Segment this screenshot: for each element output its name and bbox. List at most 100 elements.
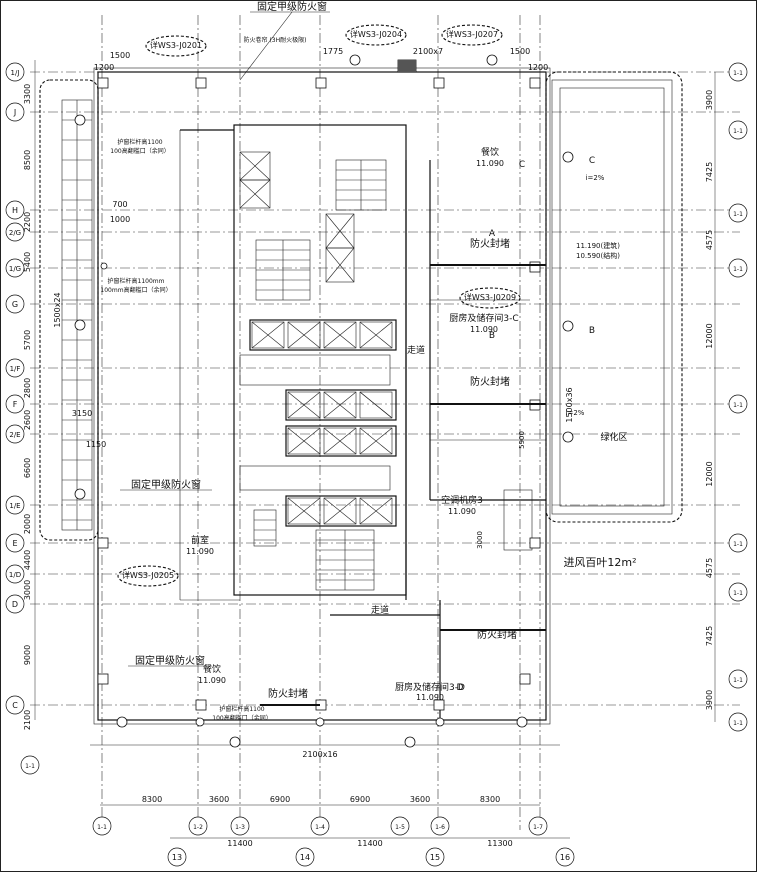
elev-label: 11.090 bbox=[186, 547, 214, 556]
dim-text: 6900 bbox=[350, 795, 370, 804]
dim-text: 2800 bbox=[23, 378, 32, 398]
dim-text: 11400 bbox=[357, 839, 382, 848]
grid-label: 13 bbox=[172, 853, 182, 862]
grid-label: 1-1 bbox=[733, 128, 743, 135]
stair-2 bbox=[335, 159, 387, 211]
dim-text: 9000 bbox=[23, 645, 32, 665]
dim-text: 8500 bbox=[23, 150, 32, 170]
dim-text: 1150 bbox=[86, 440, 106, 449]
fire-walls bbox=[260, 264, 546, 706]
dim-text: 3150 bbox=[72, 409, 92, 418]
dim-text: 1000 bbox=[110, 215, 130, 224]
fire-wall-label: 防火封堵 bbox=[470, 375, 510, 388]
dim-text: 3900 bbox=[705, 90, 714, 110]
dim-text: 6600 bbox=[23, 458, 32, 478]
dim-text: 5400 bbox=[23, 252, 32, 272]
top-window-label: 固定甲级防火窗 bbox=[257, 0, 327, 13]
dim-text: 5700 bbox=[23, 330, 32, 350]
grid-label: 14 bbox=[300, 853, 310, 862]
grid-label: 1-1 bbox=[733, 402, 743, 409]
elev-label: 10.590(结构) bbox=[576, 251, 620, 260]
dim-text: 1200 bbox=[94, 63, 114, 72]
dim-text: 7425 bbox=[705, 162, 714, 182]
stair-4 bbox=[253, 509, 277, 547]
grid-lines bbox=[30, 15, 740, 830]
elev-label: 11.190(建筑) bbox=[576, 241, 620, 250]
grid-label: 1/D bbox=[9, 571, 21, 579]
grid-label: F bbox=[13, 400, 18, 409]
rail-note: 护窗栏杆高1100 bbox=[117, 138, 162, 146]
stair-3 bbox=[315, 529, 375, 591]
ref-callout: 详WS3-J0201 bbox=[150, 40, 202, 50]
section-mark: C bbox=[519, 160, 525, 170]
dim-text: 5900 bbox=[518, 431, 526, 449]
grid-label: G bbox=[12, 300, 18, 309]
grid-bubble-2E: 2/E bbox=[5, 424, 25, 444]
dim-text: 11300 bbox=[487, 839, 512, 848]
room-label: 空调机房3 bbox=[441, 494, 483, 506]
dim-text: 1200 bbox=[528, 63, 548, 72]
dim-text: 3000 bbox=[23, 580, 32, 600]
rail-note: 100高翻槛口（余同） bbox=[212, 714, 271, 722]
room-label: 走道 bbox=[371, 604, 389, 616]
stair-1 bbox=[255, 239, 311, 301]
fire-wall-label: 防火封堵 bbox=[477, 628, 517, 641]
ref-callout: 详WS3-J0207 bbox=[446, 29, 498, 39]
grid-label: 1/G bbox=[9, 265, 21, 273]
dim-text: 4575 bbox=[705, 230, 714, 250]
grid-label: 1-1 bbox=[733, 266, 743, 273]
dim-text: 3600 bbox=[410, 795, 430, 804]
grid-bubble-2G: 2/G bbox=[5, 222, 25, 242]
section-mark: A bbox=[489, 229, 496, 239]
dim-text: 3000 bbox=[476, 531, 484, 549]
grid-bubble-1D: 1/D bbox=[5, 564, 25, 584]
grid-bubble-C: C bbox=[5, 695, 25, 715]
dim-text: 6900 bbox=[270, 795, 290, 804]
grid-label: 1-1 bbox=[733, 590, 743, 597]
slope-label: i=2% bbox=[566, 409, 585, 417]
fire-wall-label: 防火封堵 bbox=[470, 237, 510, 250]
elev-label: 11.090 bbox=[198, 676, 226, 685]
dim-text: 2200 bbox=[23, 212, 32, 232]
grid-label: 2/G bbox=[9, 229, 21, 237]
dim-text: 2100 bbox=[23, 710, 32, 730]
room-label: 餐饮 bbox=[203, 663, 221, 675]
grid-label: 1-2 bbox=[193, 824, 203, 831]
section-mark: B bbox=[489, 331, 495, 341]
dim-text: 1500x24 bbox=[53, 292, 62, 327]
left-planting-strip bbox=[61, 99, 93, 531]
grid-label: J bbox=[13, 108, 16, 117]
grid-bubble-1G: 1/G bbox=[5, 258, 25, 278]
dim-text: 12000 bbox=[705, 323, 714, 348]
section-mark: C bbox=[589, 156, 595, 166]
grid-label: 15 bbox=[430, 853, 440, 862]
grid-bubble-H: H bbox=[5, 200, 25, 220]
grid-label: 1-1 bbox=[733, 541, 743, 548]
room-label: 走道 bbox=[407, 344, 425, 356]
dim-text: 4575 bbox=[705, 558, 714, 578]
bottom-grid-bubbles: 1-1 1-2 1-3 1-4 1-5 1-6 1-7 13 14 15 16 bbox=[92, 816, 575, 867]
dim-text: 1500 bbox=[110, 51, 130, 60]
grid-label: 1-3 bbox=[235, 824, 245, 831]
room-label: 绿化区 bbox=[600, 431, 627, 443]
dim-text: 4400 bbox=[23, 550, 32, 570]
grid-bubble-1E: 1/E bbox=[5, 495, 25, 515]
elev-label: 11.090 bbox=[476, 159, 504, 168]
rail-note: 100mm高翻槛口（余同） bbox=[100, 286, 171, 294]
partitions bbox=[179, 129, 546, 720]
building-core bbox=[233, 124, 407, 596]
dim-text: 8300 bbox=[480, 795, 500, 804]
grid-label: 1-1 bbox=[25, 763, 35, 770]
grid-bubble-D: D bbox=[5, 594, 25, 614]
elev-label: 11.090 bbox=[416, 693, 444, 702]
section-mark: D bbox=[457, 683, 464, 693]
grid-label: 16 bbox=[560, 853, 570, 862]
dim-text: 3600 bbox=[209, 795, 229, 804]
fire-wall-label: 防火封堵 bbox=[268, 687, 308, 700]
ref-callout: 详WS3-J0204 bbox=[350, 29, 402, 39]
dim-text: 3300 bbox=[23, 84, 32, 104]
room-label: 前室 bbox=[191, 534, 209, 546]
grid-label: 1-1 bbox=[733, 70, 743, 77]
elev-label: 11.090 bbox=[448, 507, 476, 516]
annotations: 固定甲级防火窗 详WS3-J0201 详WS3-J0204 详WS3-J0207… bbox=[53, 0, 637, 722]
